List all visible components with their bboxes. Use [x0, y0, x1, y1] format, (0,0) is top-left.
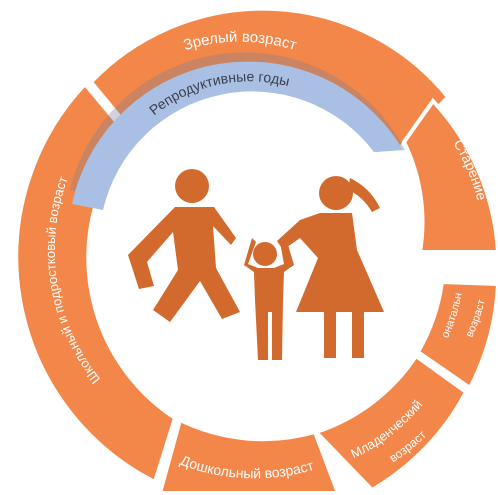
- segment-infant: [312, 353, 469, 493]
- reproductive-years-arc: [72, 61, 403, 210]
- segment-neonatal: [415, 279, 498, 391]
- family-icon: [128, 169, 384, 360]
- segment-preschool: [157, 417, 341, 495]
- segment-aging: [401, 97, 498, 254]
- outer-ring: [14, 6, 498, 495]
- segment-school: [14, 80, 178, 485]
